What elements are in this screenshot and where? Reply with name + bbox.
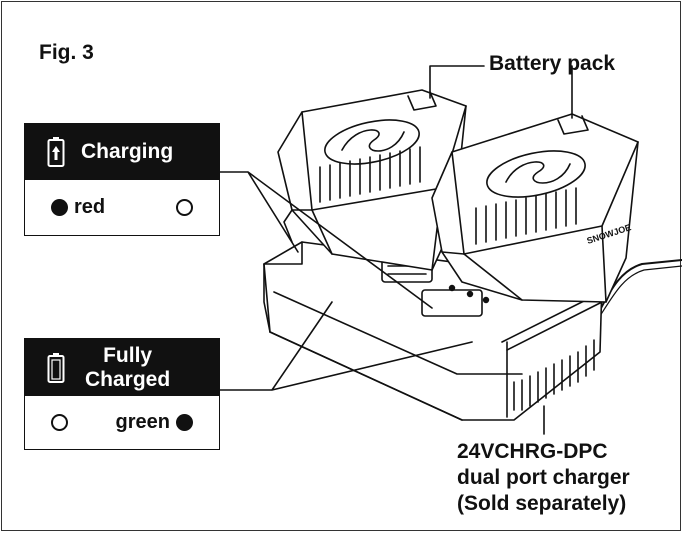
charger-label: 24VCHRG-DPC dual port charger (Sold sepa… xyxy=(457,439,630,517)
charger-description: dual port charger xyxy=(457,466,630,489)
battery-pack-right xyxy=(431,113,639,303)
red-light-on xyxy=(51,199,68,216)
light-off xyxy=(176,199,193,216)
fully-charged-title-line2: Charged xyxy=(85,367,171,391)
fully-charged-status-lights: green xyxy=(25,396,219,449)
charger-model: 24VCHRG-DPC xyxy=(457,440,608,463)
charging-status-box: Charging red xyxy=(24,123,220,236)
charger-vents xyxy=(501,291,603,418)
leader-battery-pack xyxy=(429,65,485,99)
figure-label: Fig. 3 xyxy=(39,41,94,64)
battery-charging-icon xyxy=(47,137,65,167)
battery-pack-label: Battery pack xyxy=(489,52,616,75)
charging-status-title: Charging xyxy=(81,140,174,163)
charging-status-header: Charging xyxy=(25,124,219,180)
fully-charged-status-title: Fully Charged xyxy=(85,344,170,392)
fully-charged-title-line1: Fully xyxy=(103,343,153,367)
charging-indicator-label: red xyxy=(74,196,106,218)
fully-charged-status-box: Fully Charged green xyxy=(24,338,220,450)
leader-charging xyxy=(219,171,433,309)
green-light-on xyxy=(176,414,193,431)
leader-full xyxy=(219,301,473,391)
charging-red-indicator: red xyxy=(51,196,105,219)
fully-charged-green-indicator: green xyxy=(116,411,193,434)
fully-charged-indicator-label: green xyxy=(115,411,170,433)
light-off xyxy=(51,414,68,431)
charger-note: (Sold separately) xyxy=(457,492,627,515)
charging-status-lights: red xyxy=(25,180,219,235)
fully-charged-status-header: Fully Charged xyxy=(25,339,219,396)
battery-empty-outline-icon xyxy=(47,352,65,383)
